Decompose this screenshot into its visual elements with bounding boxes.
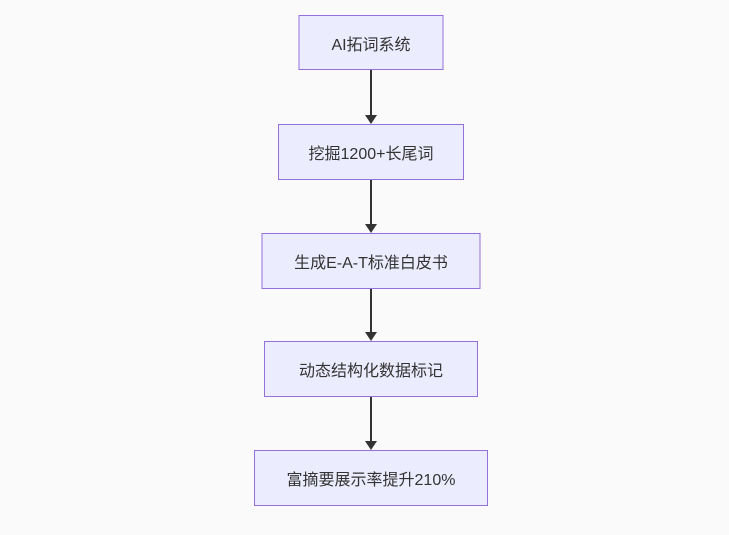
arrowhead-down-icon xyxy=(365,332,377,341)
flow-node-ai-word-expansion-system: AI拓词系统 xyxy=(298,15,444,70)
flow-node-rich-snippet-rate-increase: 富摘要展示率提升210% xyxy=(254,450,488,506)
flow-node-dynamic-structured-data-markup: 动态结构化数据标记 xyxy=(264,341,478,397)
flow-node-label: 挖掘1200+长尾词 xyxy=(308,146,434,163)
arrowhead-down-icon xyxy=(365,441,377,450)
flow-arrow-4-to-5 xyxy=(365,397,377,450)
arrow-line xyxy=(370,70,372,115)
flow-arrow-1-to-2 xyxy=(365,70,377,124)
flow-arrow-2-to-3 xyxy=(365,180,377,233)
arrow-line xyxy=(370,180,372,224)
flow-node-label: 动态结构化数据标记 xyxy=(298,363,443,380)
flow-node-label: 生成E-A-T标准白皮书 xyxy=(294,255,448,272)
arrowhead-down-icon xyxy=(365,224,377,233)
arrow-line xyxy=(370,289,372,332)
flow-arrow-3-to-4 xyxy=(365,289,377,341)
flow-node-mine-longtail-keywords: 挖掘1200+长尾词 xyxy=(278,124,464,180)
flow-node-label: 富摘要展示率提升210% xyxy=(286,472,456,489)
arrowhead-down-icon xyxy=(365,115,377,124)
flow-node-generate-eat-whitepaper: 生成E-A-T标准白皮书 xyxy=(261,233,481,289)
flow-node-label: AI拓词系统 xyxy=(331,36,411,54)
arrow-line xyxy=(370,397,372,441)
